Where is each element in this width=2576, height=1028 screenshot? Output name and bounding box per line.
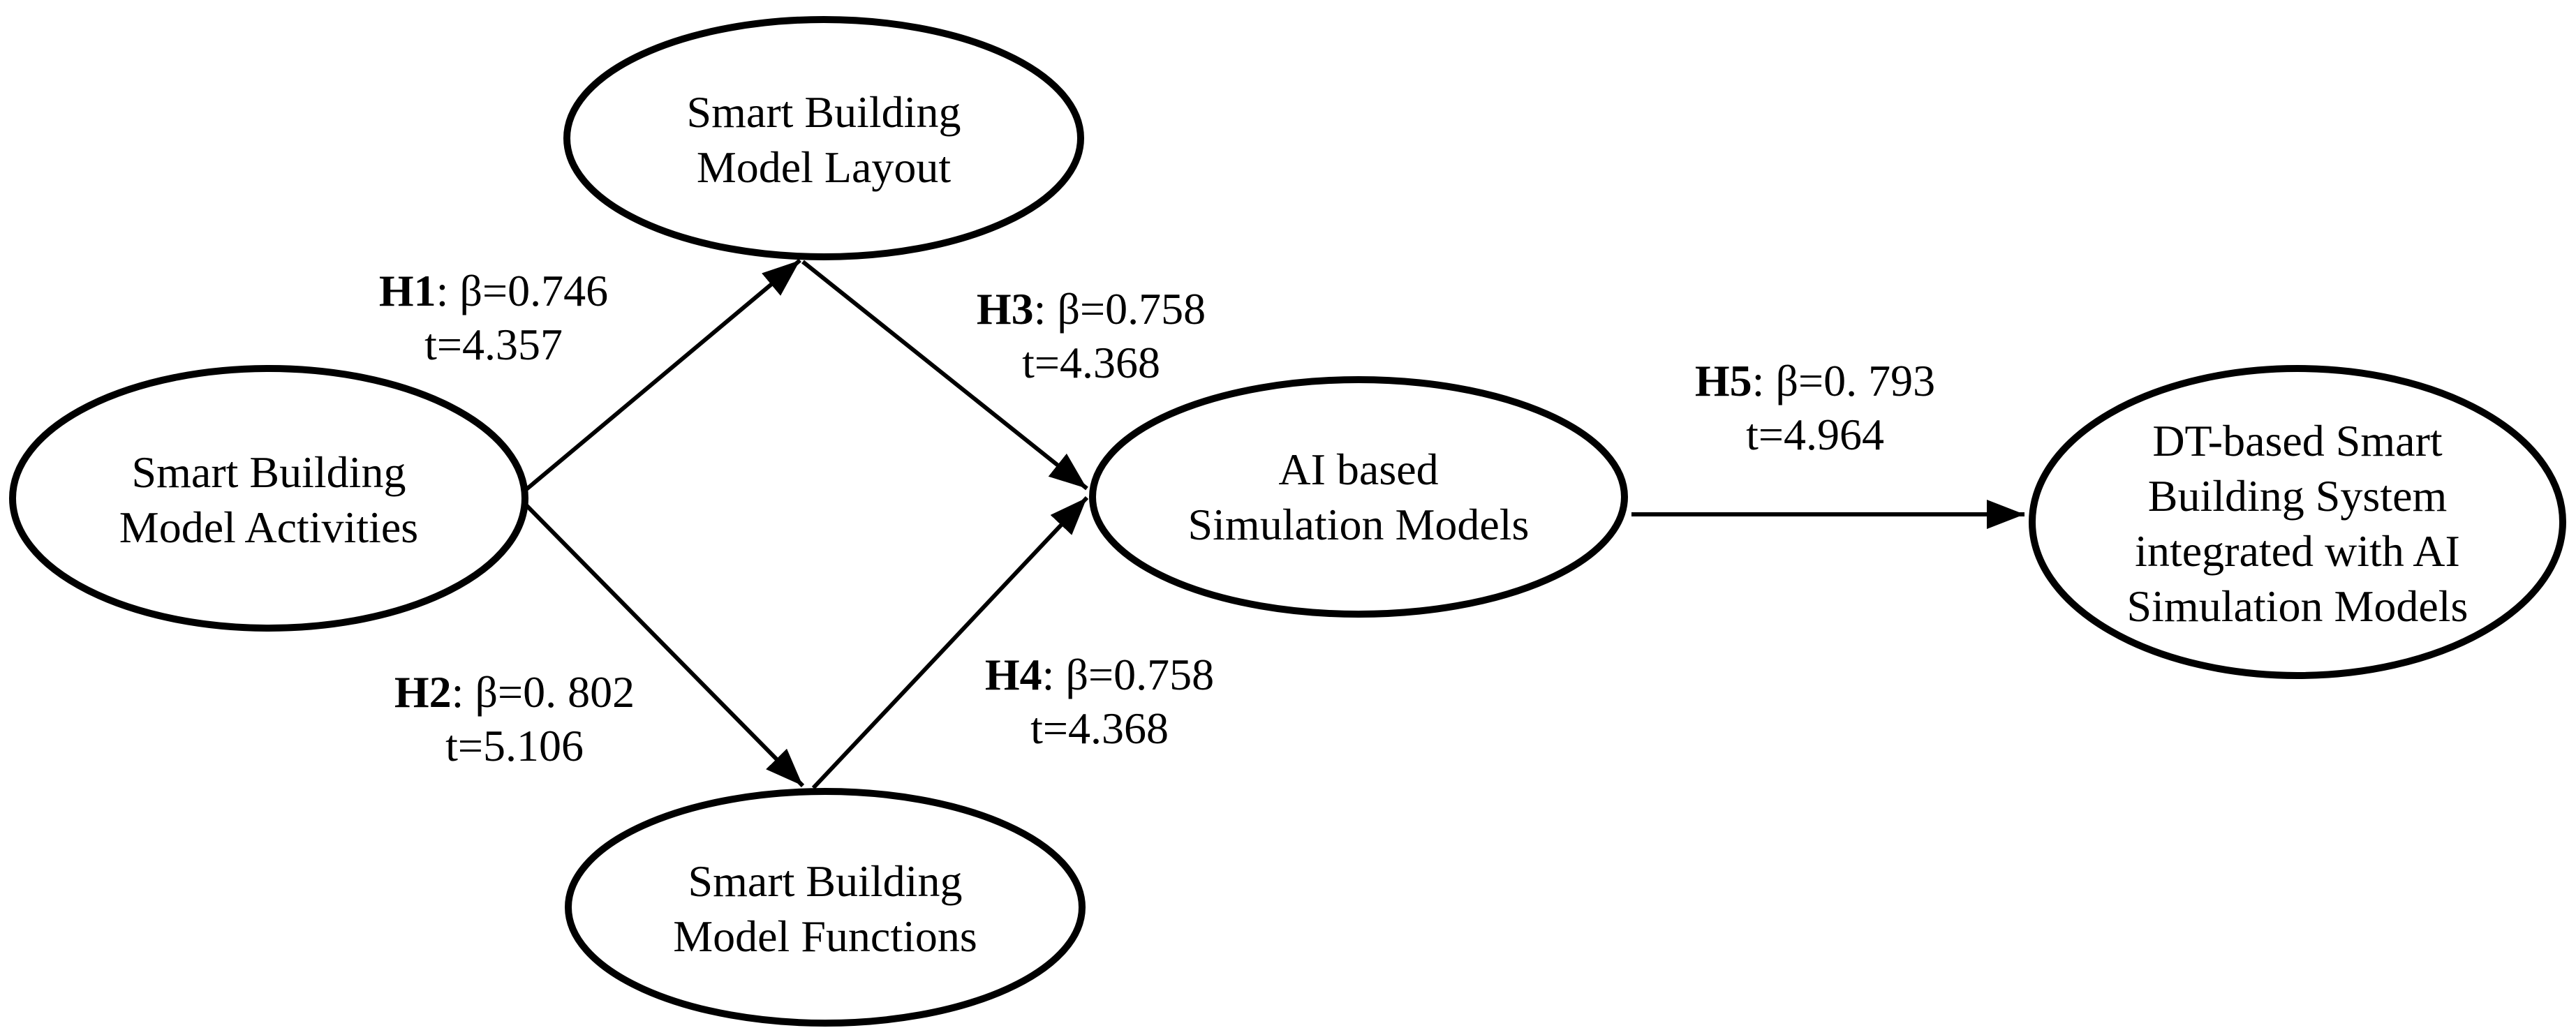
edge-label-id: H5 [1694, 356, 1752, 405]
edge-label-tvalue: t=4.964 [1746, 410, 1884, 459]
edge-arrow-h1 [524, 258, 801, 492]
node-ellipse-model-activities [9, 365, 528, 632]
node-label-line: DT-based Smart [2152, 416, 2443, 465]
node-label-line: AI based [1278, 445, 1439, 494]
node-label-model-layout: Smart Building Model Layout [687, 84, 961, 195]
node-ellipse-dt-smart-building-system [2029, 365, 2566, 679]
edge-label-beta: : β=0.746 [436, 266, 609, 315]
edge-label-tvalue: t=5.106 [445, 721, 584, 770]
edge-label-h2: H2: β=0. 802 t=5.106 [394, 665, 635, 773]
node-label-dt-smart-building-system: DT-based Smart Building System integrate… [2127, 413, 2468, 634]
node-label-line: Model Activities [119, 502, 419, 552]
edge-label-beta: : β=0.758 [1033, 284, 1206, 334]
edge-arrow-h3 [801, 260, 1088, 491]
edge-label-hypothesis: H1: β=0.746 [379, 264, 608, 318]
node-label-line: Smart Building [131, 447, 406, 497]
edge-label-id: H1 [378, 266, 436, 315]
node-label-line: integrated with AI [2135, 526, 2460, 576]
node-label-line: Smart Building [688, 856, 963, 906]
node-label-line: Model Functions [673, 911, 977, 961]
edge-label-tvalue: t=4.368 [1022, 338, 1160, 387]
node-ellipse-ai-simulation-models [1089, 376, 1628, 618]
node-label-line: Model Layout [696, 142, 952, 192]
edge-label-h5: H5: β=0. 793 t=4.964 [1695, 354, 1935, 461]
edge-label-beta: : β=0. 802 [451, 667, 635, 717]
edge-label-beta: : β=0.758 [1042, 650, 1215, 699]
edge-label-h3: H3: β=0.758 t=4.368 [977, 282, 1206, 389]
edge-arrow-h2 [524, 502, 805, 788]
edge-label-id: H3 [976, 284, 1034, 334]
edge-arrow-h4 [811, 496, 1089, 790]
node-ellipse-model-layout [563, 16, 1084, 260]
edge-label-tvalue: t=4.357 [424, 320, 563, 369]
edge-label-hypothesis: H5: β=0. 793 [1695, 354, 1935, 408]
node-label-line: Building System [2147, 471, 2448, 521]
edge-label-hypothesis: H3: β=0.758 [977, 282, 1206, 336]
node-label-model-activities: Smart Building Model Activities [119, 445, 418, 555]
edge-label-hypothesis: H4: β=0.758 [985, 648, 1214, 701]
edge-label-beta: : β=0. 793 [1752, 356, 1936, 405]
edge-label-hypothesis: H2: β=0. 802 [394, 665, 635, 719]
edge-label-id: H2 [394, 667, 452, 717]
edge-label-h1: H1: β=0.746 t=4.357 [379, 264, 608, 371]
node-ellipse-model-functions [565, 788, 1086, 1027]
node-label-line: Simulation Models [1187, 500, 1530, 549]
node-label-model-functions: Smart Building Model Functions [673, 854, 977, 964]
node-label-line: Simulation Models [2126, 581, 2468, 631]
edge-label-h4: H4: β=0.758 t=4.368 [985, 648, 1214, 755]
node-label-line: Smart Building [686, 87, 961, 137]
edge-label-tvalue: t=4.368 [1030, 703, 1169, 753]
edge-label-id: H4 [984, 650, 1042, 699]
node-label-ai-simulation-models: AI based Simulation Models [1188, 442, 1530, 552]
